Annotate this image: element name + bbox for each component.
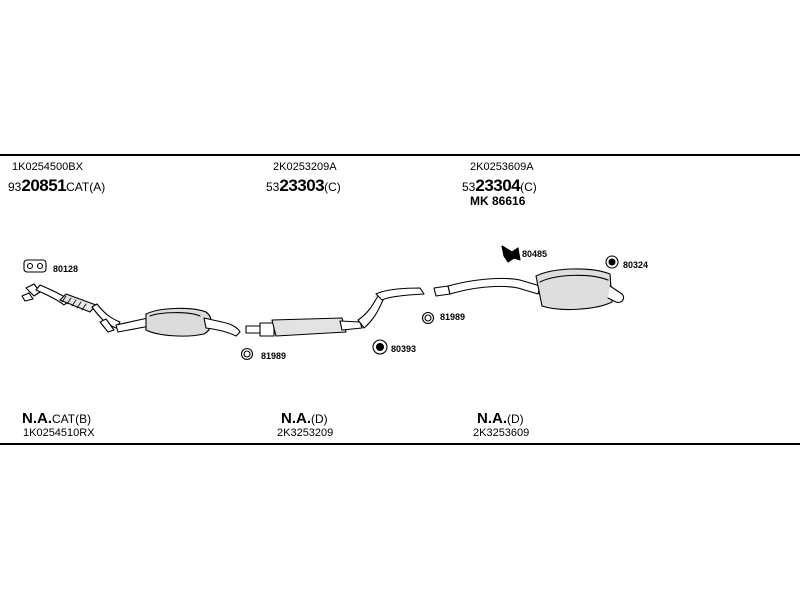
part-number-catalyst: 9320851CAT(A)	[8, 176, 106, 195]
mounting-kit-number: MK 86616	[470, 194, 526, 208]
na-catalyst: N.A.CAT(B)	[22, 410, 92, 427]
label-clamp-rear: 81989	[440, 312, 466, 322]
hanger-icon-rear	[605, 255, 619, 269]
label-gasket-front: 80128	[53, 264, 79, 274]
label-hanger-mid: 80393	[391, 344, 417, 354]
oe-code-middle-silencer-alt: 2K3253209	[277, 427, 334, 439]
oe-code-catalyst-alt: 1K0254510RX	[23, 427, 95, 439]
top-divider-line	[0, 154, 800, 156]
oe-code-middle-silencer: 2K0253209A	[273, 161, 337, 173]
part-number-rear-silencer: 5323304(C)	[462, 176, 537, 195]
rear-silencer	[433, 268, 625, 310]
clamp-icon-rear	[421, 311, 435, 325]
part-number-middle-silencer: 5323303(C)	[266, 176, 341, 195]
oe-code-catalyst: 1K0254500BX	[12, 161, 83, 173]
hanger-icon-mid	[372, 339, 388, 355]
front-pipe-catalyst	[21, 283, 241, 337]
na-rear-silencer: N.A.(D)	[477, 410, 524, 427]
label-bracket-rear: 80485	[522, 249, 548, 259]
gasket-icon	[23, 259, 47, 273]
na-middle-silencer: N.A.(D)	[281, 410, 328, 427]
oe-code-rear-silencer-alt: 2K3253609	[473, 427, 530, 439]
label-hanger-rear: 80324	[623, 260, 649, 270]
bracket-icon-rear	[501, 245, 521, 263]
bottom-divider-line	[0, 443, 800, 445]
middle-silencer	[245, 287, 425, 337]
clamp-icon-front	[240, 347, 254, 361]
oe-code-rear-silencer: 2K0253609A	[470, 161, 534, 173]
label-clamp-front: 81989	[261, 351, 287, 361]
